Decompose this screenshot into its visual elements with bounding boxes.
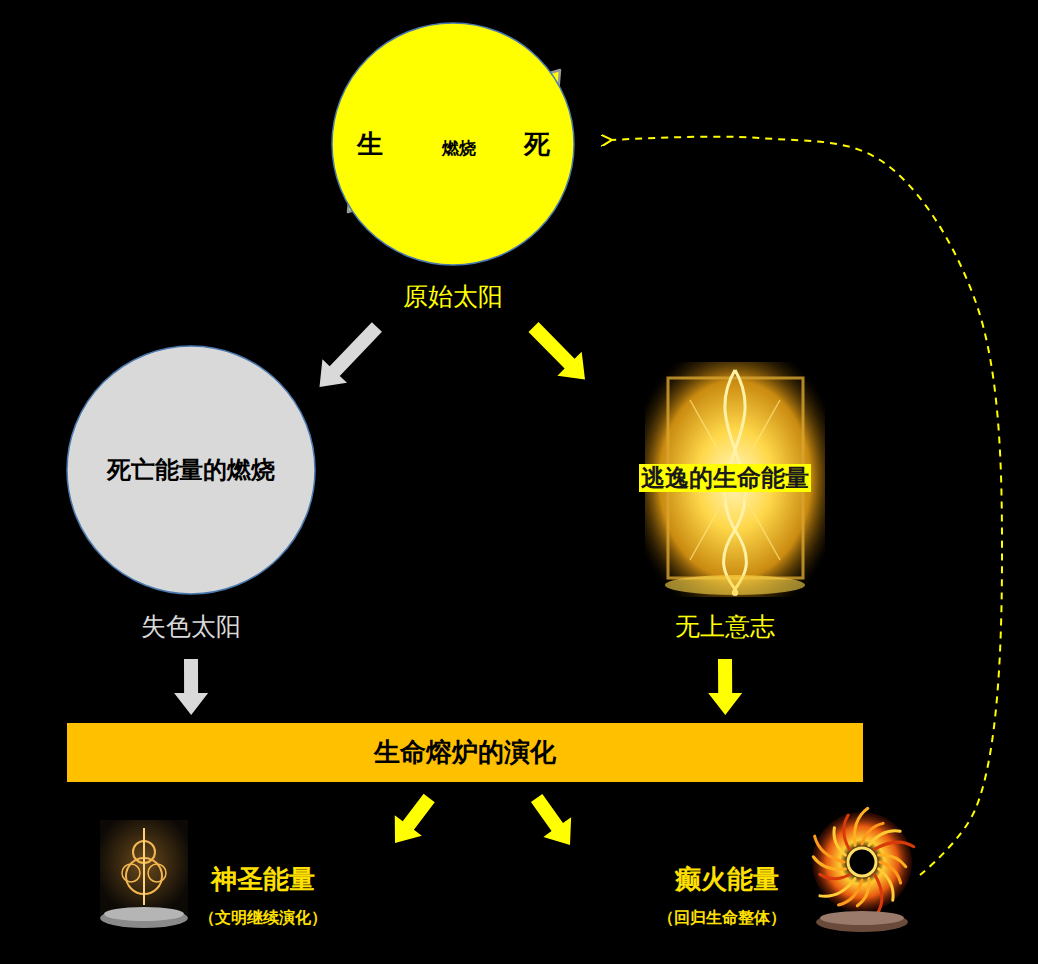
cycle-label: 燃烧 <box>442 138 476 158</box>
flame-ray <box>854 808 867 845</box>
block-arrow <box>531 794 571 845</box>
highlight-text: 逃逸的生命能量 <box>639 464 811 493</box>
band-text: 生命熔炉的演化 <box>374 737 556 768</box>
flame-ray <box>875 842 914 849</box>
circle-outline <box>66 345 316 645</box>
cycle-label: 生 <box>357 129 383 160</box>
flame-ray <box>875 875 882 914</box>
grace-icon <box>100 820 188 928</box>
node-subtitle: （文明继续演化） <box>199 908 327 927</box>
circle-shape <box>67 346 315 594</box>
band-node: 生命熔炉的演化 <box>67 723 863 782</box>
circle-shape <box>332 23 574 265</box>
circle-text: 死亡能量的燃烧 <box>107 456 275 485</box>
flame-ray <box>844 815 850 849</box>
circle-node: 死亡能量的燃烧失色太阳 <box>66 345 316 645</box>
circle-node: 生 燃烧 死原始太阳 <box>331 22 601 317</box>
block-arrow <box>320 322 382 387</box>
flame-ray <box>879 855 906 867</box>
flame-ray <box>857 879 869 906</box>
node-title: 原始太阳 <box>403 282 503 312</box>
flame-ray <box>820 874 849 878</box>
node-title: 失色太阳 <box>141 612 241 642</box>
node-subtitle: （回归生命整体） <box>658 908 786 927</box>
node-title: 神圣能量 <box>211 864 315 895</box>
circle-outline <box>331 22 601 317</box>
flame-icon <box>812 808 914 932</box>
block-arrow <box>174 659 208 715</box>
labelled-node: 逃逸的生命能量无上意志 <box>615 360 835 645</box>
flame-ray <box>820 879 855 897</box>
cycle-label: 死 <box>524 129 550 160</box>
labelled-node: 神圣能量 （文明继续演化） <box>95 815 335 935</box>
block-arrow <box>395 794 435 843</box>
node-title: 无上意志 <box>675 612 775 642</box>
flame-ray <box>813 857 845 870</box>
block-arrow <box>708 659 742 715</box>
node-title: 癫火能量 <box>675 864 779 895</box>
labelled-node: 癫火能量 （回归生命整体） <box>640 815 920 935</box>
block-arrow <box>529 322 585 379</box>
